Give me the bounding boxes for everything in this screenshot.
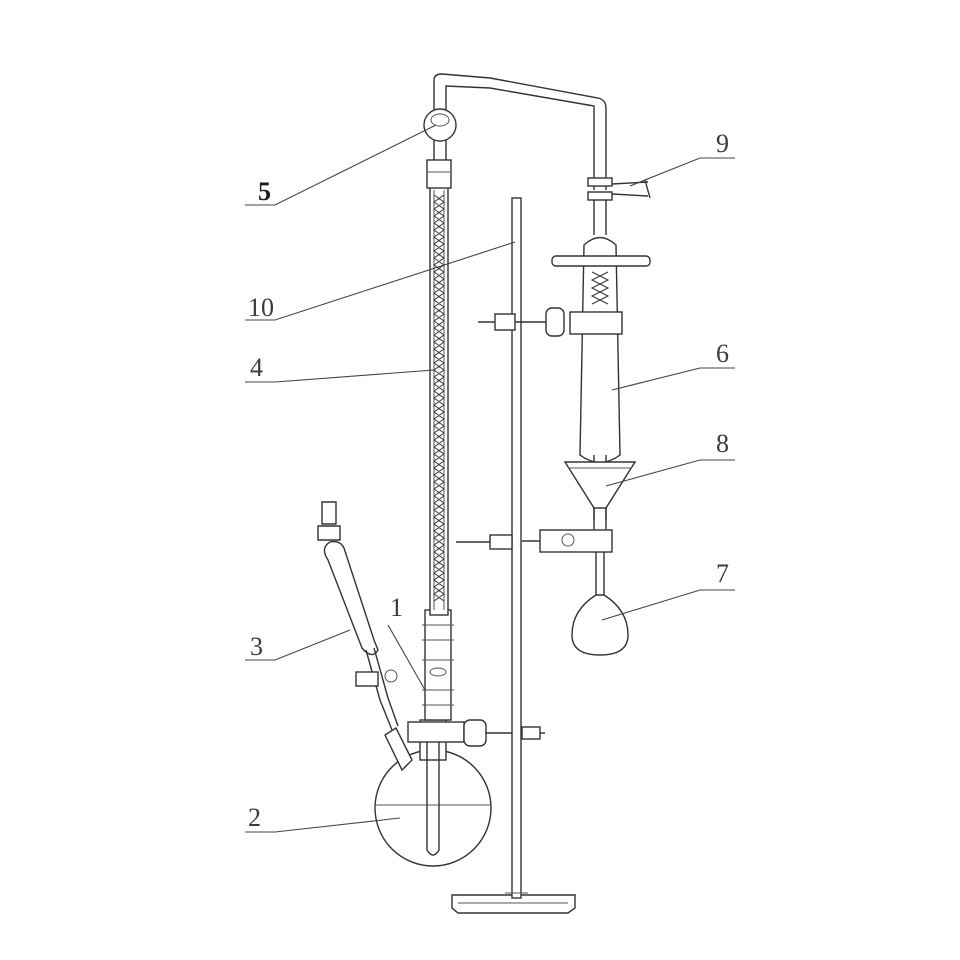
label-10: 10 (248, 293, 274, 322)
label-7: 7 (716, 559, 729, 588)
funnel (563, 461, 637, 540)
label-8: 8 (716, 429, 729, 458)
dropping-funnel (317, 501, 399, 731)
hose-clip (587, 177, 651, 235)
adapter-joint (422, 609, 454, 721)
leader-lines (245, 124, 735, 833)
fractionating-column (426, 159, 452, 616)
label-5: 5 (258, 177, 271, 206)
label-2: 2 (248, 803, 261, 832)
label-6: 6 (716, 339, 729, 368)
label-9: 9 (716, 129, 729, 158)
bottom-clamp (407, 719, 545, 747)
receiving-flask (571, 552, 629, 656)
condenser (478, 236, 651, 520)
middle-clamp (456, 529, 613, 553)
number-labels: 5 10 4 3 2 1 6 8 7 9 (248, 129, 729, 832)
still-head (423, 73, 607, 190)
label-4: 4 (250, 353, 263, 382)
label-1: 1 (390, 593, 403, 622)
label-3: 3 (250, 632, 263, 661)
